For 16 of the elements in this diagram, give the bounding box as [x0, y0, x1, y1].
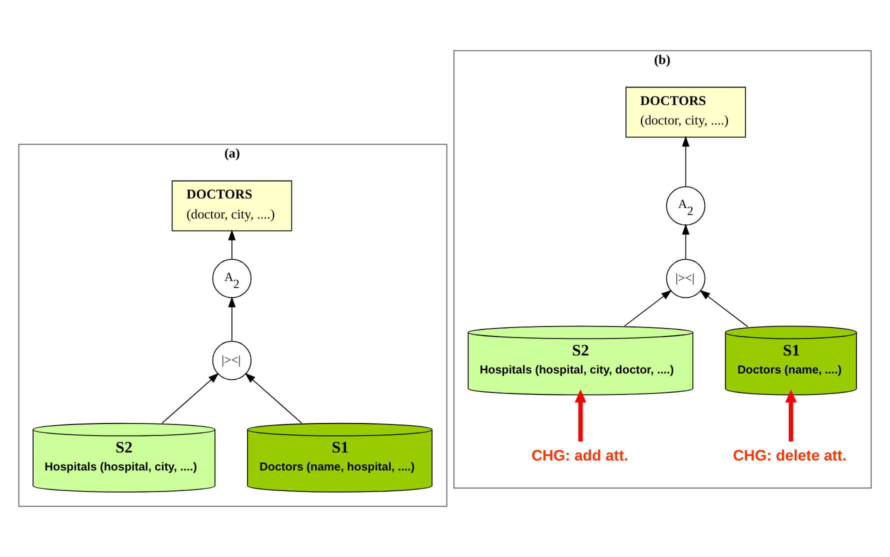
arrow [624, 290, 672, 326]
node-circle: |><| [212, 340, 252, 380]
arrow [682, 136, 690, 187]
node-circle: |><| [666, 258, 706, 298]
arrow [785, 389, 797, 442]
arrow [244, 372, 302, 424]
node-text: CHG: add att. [531, 447, 628, 464]
arrow [162, 372, 219, 424]
arrow [228, 229, 236, 260]
arrow [682, 224, 690, 260]
node-box: DOCTORS (doctor, city, ....) [172, 180, 292, 232]
arrow [228, 296, 236, 342]
arrow [700, 290, 748, 328]
node-box: DOCTORS (doctor, city, ....) [626, 86, 746, 138]
node-text: CHG: delete att. [732, 447, 847, 464]
arrow [574, 389, 586, 442]
